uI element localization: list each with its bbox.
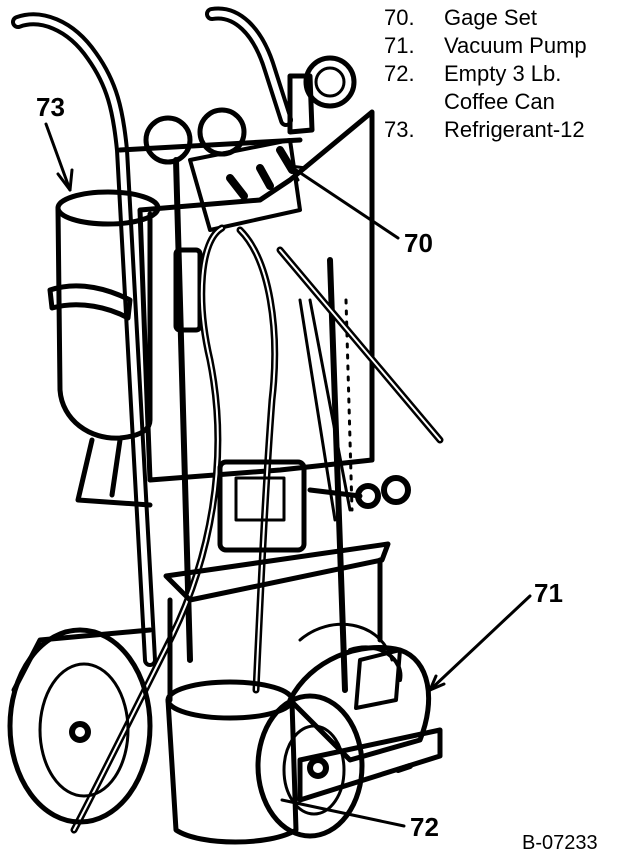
shelf-and-valves [163,459,411,703]
legend-number: 72. [384,61,415,86]
legend-row-73: 73. Refrigerant-12 [384,116,587,144]
hand-truck-frame [11,6,348,693]
callout-70: 70 [404,228,433,258]
legend-row-72: 72. Empty 3 Lb. [384,60,587,88]
legend: 70. Gage Set 71. Vacuum Pump 72. Empty 3… [384,4,587,144]
gage-set [137,55,375,522]
legend-row-71: 71. Vacuum Pump [384,32,587,60]
coffee-can [165,679,299,845]
legend-text: Vacuum Pump [444,33,587,58]
legend-number: 73. [384,117,415,142]
legend-text: Refrigerant-12 [444,117,585,142]
hoses [70,224,444,834]
vacuum-pump [287,622,443,803]
callout-71: 71 [534,578,563,608]
legend-text: Empty 3 Lb. [444,61,562,86]
legend-number: 71. [384,33,415,58]
callout-73: 73 [36,92,65,122]
legend-text: Gage Set [444,5,537,30]
callout-72: 72 [410,812,439,842]
leader-lines [44,122,532,828]
legend-row-70: 70. Gage Set [384,4,587,32]
legend-text: Coffee Can [444,89,555,114]
wheels [7,627,365,839]
legend-number: 70. [384,5,415,30]
legend-row-72-continued: Coffee Can [384,88,587,116]
figure-id: B-07233 [522,832,598,854]
